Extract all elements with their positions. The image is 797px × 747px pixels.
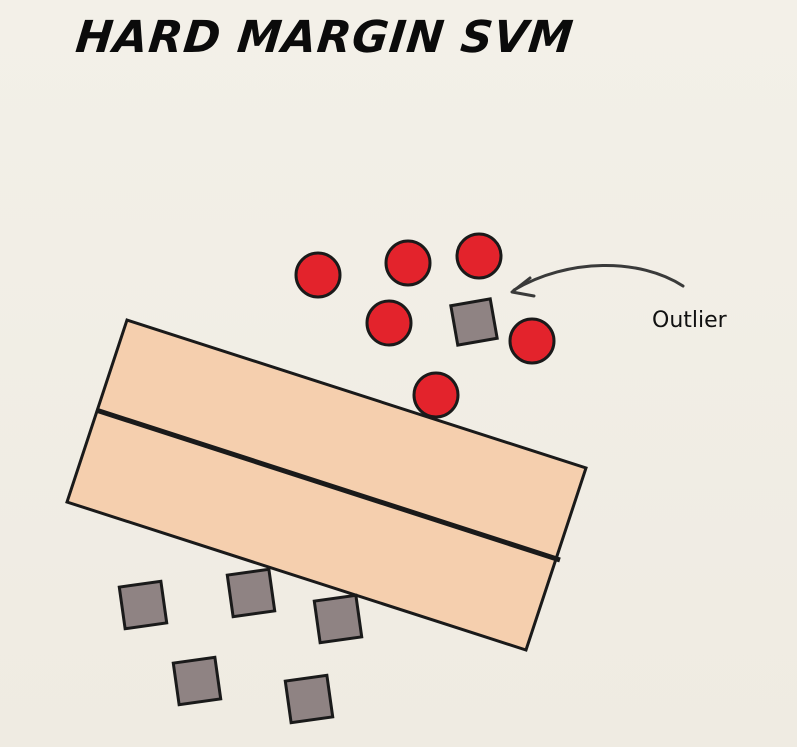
negative-class-point	[283, 673, 335, 725]
arrow-head-icon	[510, 276, 536, 298]
negative-class-point	[312, 593, 364, 645]
positive-class-point	[455, 232, 503, 280]
positive-class-point	[412, 371, 460, 419]
positive-class-point	[384, 239, 432, 287]
positive-class-point	[365, 299, 413, 347]
outlier-label: Outlier	[652, 308, 727, 333]
positive-class-point	[294, 251, 342, 299]
outlier-arrow	[512, 264, 685, 292]
outlier-point	[449, 297, 499, 347]
negative-class-point	[171, 655, 223, 707]
negative-class-point	[117, 579, 169, 631]
positive-class-point	[508, 317, 556, 365]
decision-boundary-line	[95, 407, 561, 563]
negative-class-point	[225, 567, 277, 619]
